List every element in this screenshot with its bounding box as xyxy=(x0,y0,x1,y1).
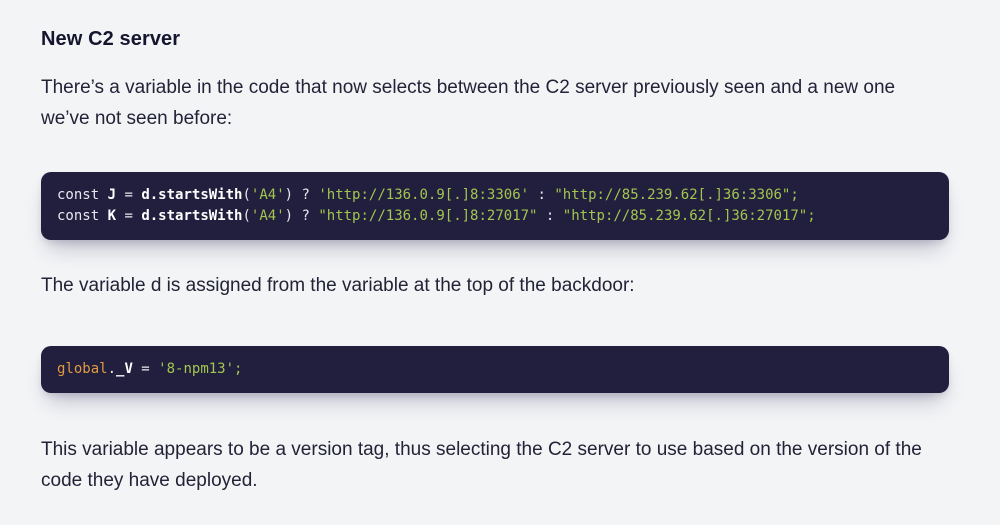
code-token: ) ? xyxy=(284,187,319,203)
code-token: const xyxy=(57,187,108,203)
code-token: _V xyxy=(116,361,133,377)
code-token: = xyxy=(132,361,159,377)
code-token: ) ? xyxy=(284,208,319,224)
code-token: 'A4' xyxy=(250,208,285,224)
code-token: '8-npm13' xyxy=(158,361,235,377)
code-token: = xyxy=(116,208,142,224)
code-token: = xyxy=(116,187,142,203)
code-line: const J = d.startsWith('A4') ? 'http://1… xyxy=(57,185,933,206)
paragraph-conclusion: This variable appears to be a version ta… xyxy=(41,439,922,491)
paragraph-intro: There’s a variable in the code that now … xyxy=(41,77,896,129)
code-token: 'http://136.0.9[.]8:3306' xyxy=(318,187,530,203)
code-token: "http://136.0.9[.]8:27017" xyxy=(318,208,538,224)
code-token: d.startsWith xyxy=(141,187,243,203)
code-block-version-tag: global._V = '8-npm13'; xyxy=(41,346,949,393)
code-token: d.startsWith xyxy=(141,208,243,224)
code-token: J xyxy=(107,187,117,203)
page-title: New C2 server xyxy=(41,28,181,50)
code-token: 'A4' xyxy=(250,187,285,203)
code-token: : xyxy=(537,208,563,224)
code-line: global._V = '8-npm13'; xyxy=(57,359,933,380)
article: New C2 server There’s a variable in the … xyxy=(41,28,949,491)
code-token: ; xyxy=(234,361,243,377)
code-block-c2-server-selection: const J = d.startsWith('A4') ? 'http://1… xyxy=(41,172,949,240)
code-token: ; xyxy=(807,208,816,224)
code-token: ; xyxy=(790,187,799,203)
code-token: "http://85.239.62[.]36:3306" xyxy=(554,187,791,203)
code-token: : xyxy=(529,187,555,203)
code-token: K xyxy=(107,208,117,224)
paragraph-variable-d: The variable d is assigned from the vari… xyxy=(41,275,635,296)
code-token: ( xyxy=(242,187,251,203)
code-token: ( xyxy=(242,208,251,224)
code-token: const xyxy=(57,208,108,224)
code-token: . xyxy=(107,361,117,377)
code-token: "http://85.239.62[.]36:27017" xyxy=(562,208,808,224)
code-line: const K = d.startsWith('A4') ? "http://1… xyxy=(57,206,933,227)
code-token: global xyxy=(57,361,108,377)
